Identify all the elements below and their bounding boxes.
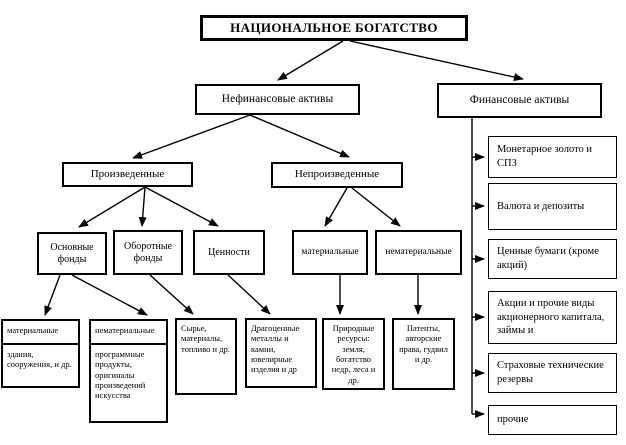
node-fixed-tangible: материальные здания, сооружения, и др.	[1, 319, 80, 388]
node-shares-equity: Акции и прочие виды акционерного капитал…	[488, 291, 617, 344]
node-nonproduced-tangible: материальные	[292, 230, 368, 275]
node-raw-materials: Сырье, материалы, топливо и др.	[175, 318, 237, 395]
node-national-wealth: НАЦИОНАЛЬНОЕ БОГАТСТВО	[200, 15, 468, 41]
node-natural-resources: Природные ресурсы: земля, богатство недр…	[322, 318, 385, 390]
node-fixed-intangible: нематериальные программные продукты, ори…	[89, 319, 168, 423]
node-nonproduced-intangible: нематериальные	[375, 230, 462, 275]
node-fixed-tangible-body: здания, сооружения, и др.	[7, 349, 72, 370]
node-precious-metals: Драгоценные металлы и камни, ювелирные и…	[245, 318, 317, 388]
node-fixed-funds: Основные фонды	[37, 232, 107, 275]
node-insurance-reserves: Страховые технические резервы	[488, 353, 617, 393]
node-fixed-tangible-header: материальные	[3, 321, 78, 345]
node-other: прочие	[488, 405, 617, 435]
node-fixed-intangible-header: нематериальные	[91, 321, 166, 345]
node-fixed-intangible-body: программные продукты, оригиналы произвед…	[95, 349, 146, 401]
node-currency-deposits: Валюта и депозиты	[488, 183, 617, 230]
node-securities: Ценные бумаги (кроме акций)	[488, 239, 617, 279]
node-produced: Произведенные	[62, 162, 193, 187]
node-nonproduced: Непроизведенные	[271, 162, 403, 188]
node-working-funds: Оборотные фонды	[113, 230, 183, 275]
node-monetary-gold-sdr: Монетарное золото и СПЗ	[488, 136, 617, 178]
node-patents: Патенты, авторские права, гудвил и др.	[392, 318, 455, 390]
node-nonfinancial-assets: Нефинансовые активы	[195, 84, 360, 115]
node-valuables: Ценности	[193, 230, 265, 275]
node-financial-assets: Финансовые активы	[437, 83, 602, 118]
